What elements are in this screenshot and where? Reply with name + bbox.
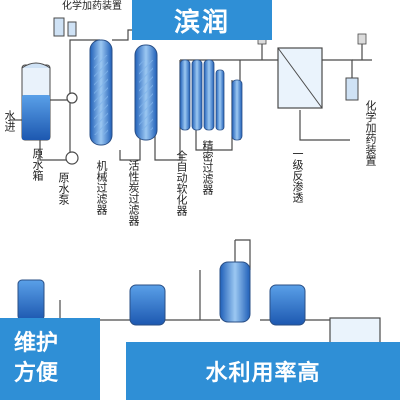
label-raw-pump: 原水泵	[57, 172, 70, 205]
badge-maintenance: 维护 方便	[0, 318, 100, 400]
label-softener: 全自动软化器	[175, 150, 188, 216]
badge-maintenance-line1: 维护	[14, 331, 59, 356]
ro-membrane	[277, 47, 323, 109]
raw-water-tank	[21, 62, 51, 141]
label-carbon-filter: 活性炭过滤器	[127, 160, 140, 226]
label-mech-filter: 机械过滤器	[95, 160, 108, 215]
label-dosing-top: 化学加药装置	[62, 1, 122, 12]
label-ro-primary: 一级反渗透	[291, 148, 304, 203]
label-raw-tank: 原水箱	[31, 148, 44, 181]
pressure-gauges	[257, 33, 367, 45]
badge-water-efficiency: 水利用率高	[126, 342, 400, 400]
carbon-filter	[134, 44, 158, 141]
raw-water-pump	[65, 92, 79, 165]
mechanical-filter	[89, 39, 113, 146]
label-dosing-right: 化学加药装置	[364, 100, 377, 166]
badge-water-efficiency-text: 水利用率高	[205, 361, 321, 386]
brand-badge: 滨润	[132, 0, 272, 40]
dosing-device-right	[345, 77, 359, 101]
precision-filter	[231, 79, 243, 141]
badge-maintenance-line2: 方便	[14, 361, 59, 386]
softener	[179, 59, 225, 131]
dosing-device-top	[53, 17, 77, 37]
label-precision-filter: 精密过滤器	[201, 140, 214, 195]
brand-text: 滨润	[173, 7, 230, 38]
label-water-in: 水进	[3, 110, 16, 132]
